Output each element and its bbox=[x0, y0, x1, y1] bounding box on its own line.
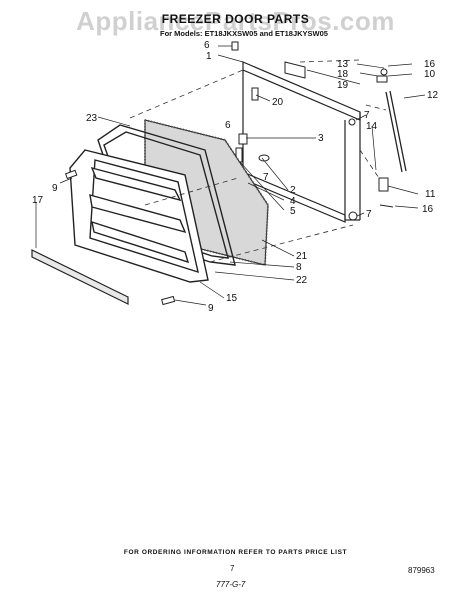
callout-12: 12 bbox=[427, 90, 439, 101]
bottom-trim bbox=[31, 249, 129, 305]
leader-lines bbox=[35, 45, 426, 306]
ordering-note: FOR ORDERING INFORMATION REFER TO PARTS … bbox=[123, 549, 348, 556]
callout-22: 22 bbox=[296, 275, 308, 286]
center-hinges bbox=[235, 61, 306, 187]
callout-9a: 9 bbox=[52, 183, 58, 194]
callout-15: 15 bbox=[226, 293, 238, 304]
callout-labels: 6 1 23 6 3 20 2 4 5 21 8 22 15 9 9 17 13… bbox=[32, 40, 439, 314]
callout-2: 2 bbox=[290, 185, 296, 196]
callout-7c: 7 bbox=[263, 172, 269, 183]
document-number: 879963 bbox=[408, 566, 435, 575]
callout-20: 20 bbox=[272, 97, 284, 108]
callout-7a: 7 bbox=[364, 110, 370, 121]
diagram-title: FREEZER DOOR PARTS bbox=[161, 12, 310, 26]
callout-23: 23 bbox=[86, 113, 98, 124]
callout-3: 3 bbox=[318, 133, 324, 144]
callout-5: 5 bbox=[290, 206, 296, 217]
callout-4: 4 bbox=[290, 196, 296, 207]
callout-11: 11 bbox=[425, 189, 436, 200]
page-number: 7 bbox=[230, 564, 235, 573]
callout-14: 14 bbox=[366, 121, 378, 132]
right-hardware bbox=[348, 68, 394, 221]
callout-1: 1 bbox=[206, 51, 212, 62]
callout-10: 10 bbox=[424, 69, 436, 80]
callout-19: 19 bbox=[337, 80, 349, 91]
callout-6a: 6 bbox=[204, 40, 210, 51]
revision-code: 777-G-7 bbox=[216, 580, 246, 589]
callout-6b: 6 bbox=[225, 120, 231, 131]
callout-9b: 9 bbox=[208, 303, 214, 314]
top-hinge-bar bbox=[237, 61, 361, 223]
callout-16b: 16 bbox=[422, 204, 434, 215]
right-rod bbox=[385, 90, 407, 173]
door-liner bbox=[69, 149, 209, 283]
callout-21: 21 bbox=[296, 251, 308, 262]
callout-16a: 16 bbox=[424, 59, 436, 70]
model-numbers: For Models: ET18JKXSW05 and ET18JKYSW05 bbox=[160, 29, 328, 38]
callout-8: 8 bbox=[296, 262, 302, 273]
screws bbox=[64, 41, 239, 306]
callout-13: 13 bbox=[337, 59, 349, 70]
callout-7b: 7 bbox=[366, 209, 372, 220]
callout-17: 17 bbox=[32, 195, 44, 206]
callout-18: 18 bbox=[337, 69, 349, 80]
construction-lines bbox=[129, 59, 387, 263]
watermark: AppliancePartsPros.com bbox=[76, 6, 395, 36]
